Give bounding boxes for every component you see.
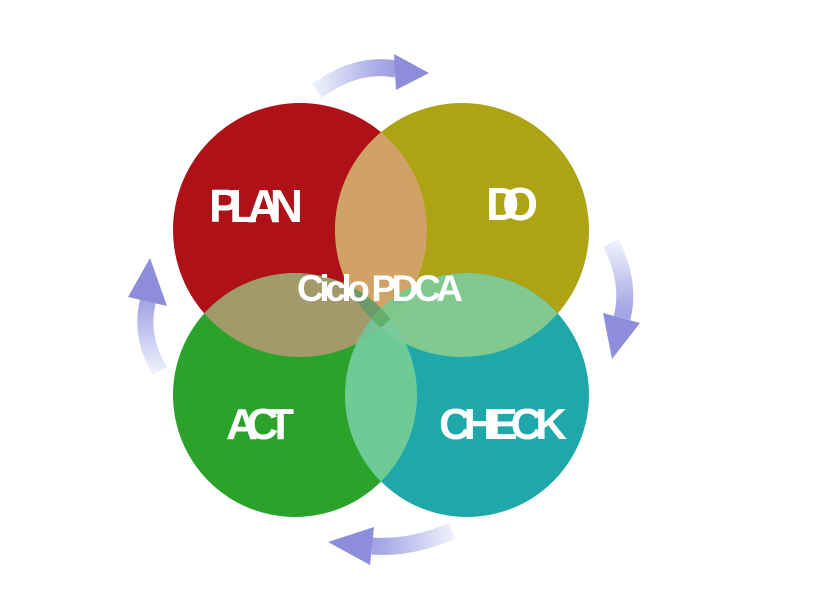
arrow-check-to-act-head xyxy=(328,527,374,565)
arrow-act-to-plan-head xyxy=(128,258,167,306)
arrow-plan-to-do xyxy=(311,54,429,98)
diagram-title: Ciclo PDCA xyxy=(297,268,463,309)
arrow-act-to-plan xyxy=(128,258,167,376)
arrow-act-to-plan-band xyxy=(137,299,167,376)
do-check-overlap xyxy=(345,273,589,357)
arrow-do-to-check-head xyxy=(603,313,640,359)
do-label: DO xyxy=(486,178,538,230)
arrow-plan-to-do-head xyxy=(394,54,429,90)
arrow-do-to-check xyxy=(603,239,640,359)
act-label: ACT xyxy=(226,400,294,449)
arrow-check-to-act-band xyxy=(371,523,456,555)
arrow-check-to-act xyxy=(328,523,456,565)
check-label: CHECK xyxy=(439,400,567,449)
plan-act-overlap xyxy=(173,273,417,357)
plan-label: PLAN xyxy=(209,180,303,232)
arrow-do-to-check-band xyxy=(603,239,634,321)
arrow-plan-to-do-band xyxy=(311,59,398,98)
plan-do-overlap xyxy=(335,103,427,357)
